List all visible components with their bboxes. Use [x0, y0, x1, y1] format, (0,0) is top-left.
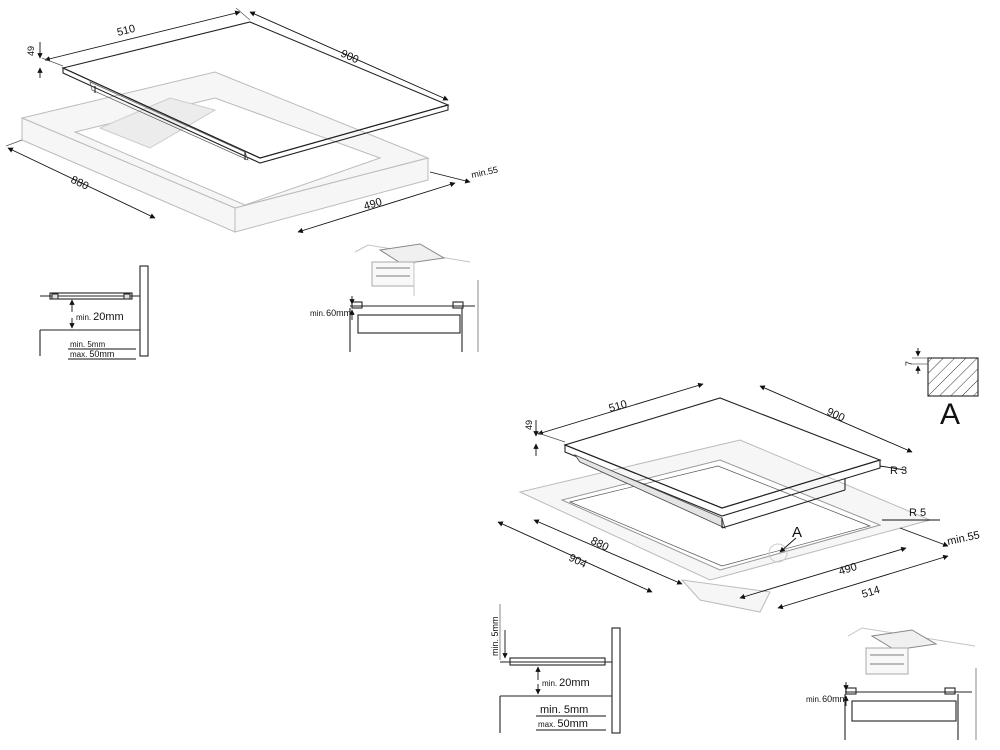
top-dim-880: 880	[69, 174, 91, 193]
bottom-hob-drawing: 510 900 49 R 3 R 5 min.55 880 904 490 51…	[497, 382, 981, 613]
bottom-left-min-5: min. 5mm	[540, 704, 588, 716]
top-dim-900: 900	[339, 48, 361, 66]
bottom-dim-min55: min.55	[946, 529, 981, 548]
bottom-left-max-50: max.50mm	[538, 718, 588, 730]
bottom-dim-904: 904	[567, 552, 589, 571]
detail-a-dim-7: 7	[904, 361, 914, 366]
bottom-section-detail-right: min.60mm	[806, 627, 977, 740]
top-dim-510: 510	[116, 23, 137, 39]
bottom-dim-r3: R 3	[890, 465, 907, 477]
bottom-dim-514: 514	[860, 584, 881, 601]
bottom-left-min-20: min.20mm	[542, 677, 590, 689]
bottom-section-detail-left: min. 5mm min.20mm min. 5mm max.50mm	[490, 604, 621, 734]
bottom-dim-880: 880	[589, 535, 611, 554]
top-dim-min55: min.55	[470, 165, 499, 180]
bottom-hob-plate	[563, 397, 882, 529]
top-section-detail-left: min.20mm min. 5mm max.50mm	[39, 265, 149, 360]
top-section-detail-right: min.60mm	[310, 243, 479, 352]
top-dim-49: 49	[26, 46, 36, 56]
detail-a-label: A	[940, 398, 960, 431]
bottom-dim-49: 49	[524, 420, 534, 430]
bottom-label-a: A	[792, 524, 802, 541]
bottom-right-min-60: min.60mm	[806, 694, 847, 704]
bottom-dim-510: 510	[608, 398, 629, 415]
top-right-min-60: min.60mm	[310, 308, 351, 318]
bottom-dim-r5: R 5	[909, 507, 926, 519]
top-left-max-50: max.50mm	[70, 349, 114, 359]
bottom-dim-490: 490	[837, 561, 858, 578]
top-left-min-20: min.20mm	[76, 311, 124, 323]
top-hob-drawing: 510 900 49 880 490 min.55	[5, 7, 499, 234]
top-left-min-5: min. 5mm	[70, 340, 105, 349]
bottom-left-min-5-vertical: min. 5mm	[490, 616, 500, 656]
bottom-dimensions: 510 900 49 R 3 R 5 min.55 880 904 490 51…	[497, 382, 981, 610]
detail-a: 7 A	[904, 348, 979, 431]
top-dim-490: 490	[362, 196, 383, 213]
